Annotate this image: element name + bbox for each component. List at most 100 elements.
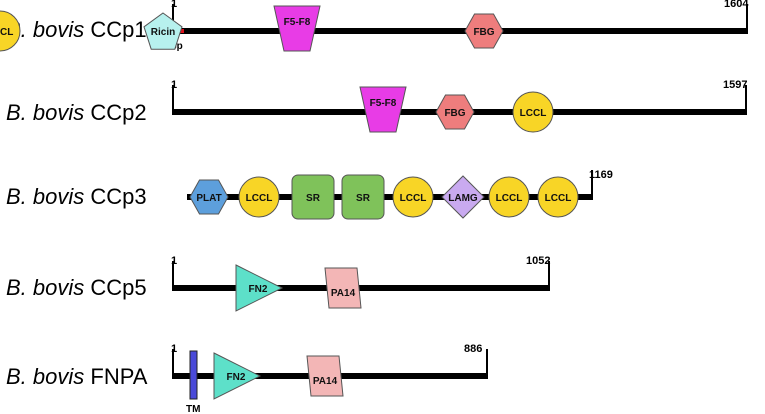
- parallelogram-shape: [324, 267, 362, 309]
- domain-label: FN2: [249, 284, 268, 295]
- end-residue: 886: [464, 343, 482, 355]
- circle-shape: [537, 176, 579, 218]
- tm-label: TM: [186, 404, 200, 414]
- protein-id: CCp2: [90, 100, 146, 125]
- rounded-rect-shape: [341, 174, 385, 220]
- domain-f5-f8: F5-F8: [273, 5, 321, 52]
- domain-label: FBG: [473, 27, 494, 38]
- domain-lamg: LAMG: [441, 175, 485, 219]
- species-name: B. bovis: [6, 275, 84, 300]
- domain-label: LCCL: [496, 193, 523, 204]
- trapezoid-shape: [273, 5, 321, 52]
- pentagon-shape: [143, 12, 183, 50]
- domain-label: F5-F8: [284, 17, 311, 28]
- circle-shape: [392, 176, 434, 218]
- protein-name: B. bovis CCp1: [6, 17, 147, 42]
- start-tick: [172, 4, 174, 31]
- domain-label: LAMG: [448, 193, 478, 204]
- end-tick: [486, 349, 488, 376]
- domain-f5-f8: F5-F8: [359, 86, 407, 133]
- end-tick: [746, 4, 748, 31]
- circle-shape: [0, 10, 21, 52]
- species-name: B. bovis: [6, 364, 84, 389]
- domain-label: F5-F8: [370, 98, 397, 109]
- domain-label: LCCL: [246, 193, 273, 204]
- start-residue: 1: [171, 79, 177, 91]
- domain-lccl: LCCL: [0, 10, 21, 52]
- domain-label: Ricin: [151, 27, 175, 38]
- domain-label: LCCL: [545, 193, 572, 204]
- domain-label: FN2: [227, 372, 246, 383]
- end-tick: [591, 170, 593, 197]
- domain-tm: TM: [186, 350, 200, 414]
- rounded-rect-shape: [291, 174, 335, 220]
- domain-sr: SR: [341, 174, 385, 220]
- domain-label: PLAT: [196, 193, 221, 204]
- domain-label: SR: [356, 193, 371, 204]
- tm-bar-shape: [189, 350, 198, 400]
- domain-fn2: FN2: [235, 264, 284, 312]
- circle-shape: [488, 176, 530, 218]
- domain-label: PA14: [331, 288, 356, 299]
- start-tick: [172, 261, 174, 288]
- end-residue: 1597: [723, 79, 747, 91]
- triangle-shape: [213, 352, 262, 400]
- circle-shape: [238, 176, 280, 218]
- hexagon-shape: [189, 179, 229, 215]
- protein-name: B. bovis CCp5: [6, 275, 147, 300]
- domain-label: LCCL: [520, 108, 547, 119]
- circle-shape: [512, 91, 554, 133]
- signal-peptide-label: Sp: [170, 41, 183, 52]
- parallelogram-shape: [306, 355, 344, 397]
- protein-id: FNPA: [90, 364, 147, 389]
- domain-label: LCCL: [400, 193, 427, 204]
- hexagon-shape: [435, 94, 475, 130]
- species-name: B. bovis: [6, 100, 84, 125]
- start-tick: [172, 85, 174, 112]
- diamond-shape: [441, 175, 485, 219]
- start-tick: [172, 349, 174, 376]
- protein-id: CCp1: [90, 17, 146, 42]
- end-residue: 1169: [589, 169, 613, 181]
- protein-backbone: [172, 285, 550, 291]
- hexagon-shape: [464, 13, 504, 49]
- protein-name: B. bovis CCp3: [6, 184, 147, 209]
- domain-pa14: PA14: [324, 267, 362, 309]
- end-tick: [745, 85, 747, 112]
- domain-fn2: FN2: [213, 352, 262, 400]
- domain-lccl: LCCL: [537, 176, 579, 218]
- domain-lccl: LCCL: [488, 176, 530, 218]
- protein-id: CCp3: [90, 184, 146, 209]
- domain-pa14: PA14: [306, 355, 344, 397]
- end-residue: 1052: [526, 255, 550, 267]
- domain-label: SR: [306, 193, 321, 204]
- triangle-shape: [235, 264, 284, 312]
- domain-label: PA14: [313, 376, 338, 387]
- start-residue: 1: [171, 343, 177, 355]
- end-tick: [548, 261, 550, 288]
- domain-ricin: Ricin: [143, 12, 183, 50]
- domain-sr: SR: [291, 174, 335, 220]
- domain-plat: PLAT: [189, 179, 229, 215]
- protein-id: CCp5: [90, 275, 146, 300]
- trapezoid-shape: [359, 86, 407, 133]
- start-residue: 1: [171, 0, 177, 10]
- domain-label: LCCL: [0, 27, 13, 38]
- domain-fbg: FBG: [464, 13, 504, 49]
- species-name: B. bovis: [6, 184, 84, 209]
- domain-lccl: LCCL: [512, 91, 554, 133]
- protein-backbone: [172, 28, 748, 34]
- domain-label: FBG: [444, 108, 465, 119]
- start-residue: 1: [171, 255, 177, 267]
- domain-lccl: LCCL: [238, 176, 280, 218]
- end-residue: 1604: [724, 0, 749, 10]
- protein-name: B. bovis FNPA: [6, 364, 148, 389]
- domain-lccl: LCCL: [392, 176, 434, 218]
- protein-name: B. bovis CCp2: [6, 100, 147, 125]
